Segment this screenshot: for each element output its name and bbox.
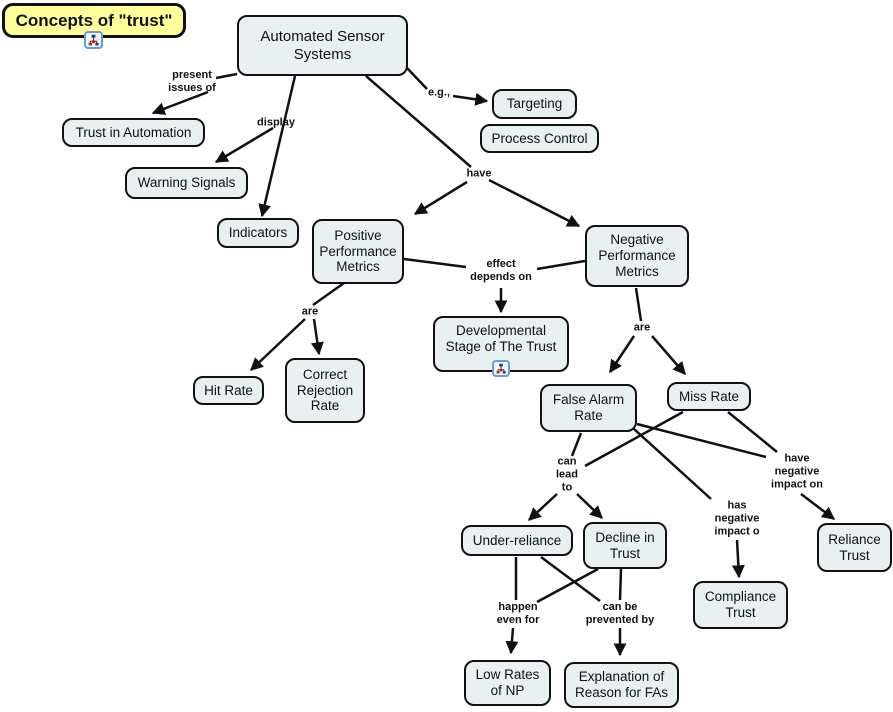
edge-line-decline-prevented — [618, 568, 623, 601]
edge-label-present-issues-of[interactable]: present issues of — [168, 69, 216, 94]
edge-line-canlead-under — [528, 493, 558, 521]
node-under-reliance[interactable]: Under-reliance — [461, 525, 573, 556]
edge-line-ppm-effect — [403, 257, 467, 269]
edge-label-are-left[interactable]: are — [301, 305, 319, 318]
node-targeting[interactable]: Targeting — [492, 89, 577, 119]
edge-line-hasneg-compliance — [731, 539, 745, 579]
node-hit-rate[interactable]: Hit Rate — [193, 376, 264, 405]
edge-line-under-prevented — [540, 555, 601, 603]
edge-label-have-negative-impact-on[interactable]: have negative impact on — [771, 452, 823, 491]
node-false-alarm-rate[interactable]: False Alarm Rate — [540, 384, 637, 432]
node-indicators[interactable]: Indicators — [217, 218, 299, 248]
edge-line-npm-effect — [536, 259, 586, 271]
edge-line-far-hasneg — [633, 428, 712, 500]
edge-line-ppm-are — [312, 281, 345, 307]
edge-label-happen-even-for[interactable]: happen even for — [496, 601, 540, 626]
edge-label-can-lead-to[interactable]: can lead to — [555, 455, 579, 494]
edge-line-miss-haveneg — [727, 411, 778, 453]
node-automated-sensor-systems[interactable]: Automated Sensor Systems — [237, 15, 408, 76]
concept-map-icon[interactable] — [492, 360, 510, 377]
edge-label-effect-depends-on[interactable]: effect depends on — [470, 258, 532, 283]
edge-line-display-warning — [214, 126, 274, 164]
edge-line-canlead-decline — [576, 493, 603, 519]
node-warning-signals[interactable]: Warning Signals — [125, 167, 248, 199]
edge-label-eg[interactable]: e.g., — [427, 86, 451, 99]
edge-label-are-right[interactable]: are — [633, 321, 651, 334]
edge-line-ass-have — [365, 75, 472, 168]
node-process-control[interactable]: Process Control — [480, 124, 599, 153]
node-miss-rate[interactable]: Miss Rate — [667, 382, 751, 411]
edge-line-haveneg-reliance — [800, 493, 836, 520]
edge-line-decline-happen — [536, 567, 599, 604]
edge-line-npm-are — [634, 287, 643, 322]
map-title-text: Concepts of "trust" — [15, 10, 173, 30]
edge-label-have[interactable]: have — [466, 167, 492, 180]
edge-line-ass-present — [215, 72, 238, 80]
node-reliance-trust[interactable]: Reliance Trust — [817, 523, 892, 572]
edge-line-ass-eg — [406, 67, 428, 90]
edge-label-has-negative-impact-o[interactable]: has negative impact o — [714, 499, 760, 538]
node-decline-in-trust[interactable]: Decline in Trust — [583, 522, 667, 569]
edge-line-are-far — [608, 335, 636, 374]
node-correct-rejection-rate[interactable]: Correct Rejection Rate — [285, 358, 365, 423]
edge-label-display[interactable]: display — [257, 116, 295, 129]
edge-line-far-haveneg — [636, 422, 767, 459]
edge-line-have-npm — [488, 178, 581, 228]
edge-line-have-ppm — [413, 180, 468, 216]
edge-line-miss-canlead — [584, 410, 684, 468]
node-trust-in-automation[interactable]: Trust in Automation — [62, 118, 205, 147]
concept-map-icon[interactable] — [84, 31, 103, 49]
edge-line-far-canlead — [570, 432, 583, 457]
edge-line-are-missrate — [651, 335, 686, 375]
edge-line-eg-targeting — [452, 92, 489, 106]
edge-label-can-be-prevented-by[interactable]: can be prevented by — [585, 601, 655, 626]
node-negative-performance-metrics[interactable]: Negative Performance Metrics — [585, 225, 689, 287]
edge-line-present-trust — [151, 90, 209, 115]
edge-line-are-crr — [310, 318, 324, 356]
node-compliance-trust[interactable]: Compliance Trust — [693, 581, 788, 629]
node-positive-performance-metrics[interactable]: Positive Performance Metrics — [312, 219, 404, 284]
node-low-rates-of-np[interactable]: Low Rates of NP — [464, 660, 551, 706]
node-explanation-of-reason-for-fas[interactable]: Explanation of Reason for FAs — [564, 662, 679, 708]
edge-line-are-hitrate — [250, 318, 306, 371]
edge-line-display-indicators — [258, 75, 297, 218]
edge-line-happen-lowrates — [505, 627, 519, 655]
